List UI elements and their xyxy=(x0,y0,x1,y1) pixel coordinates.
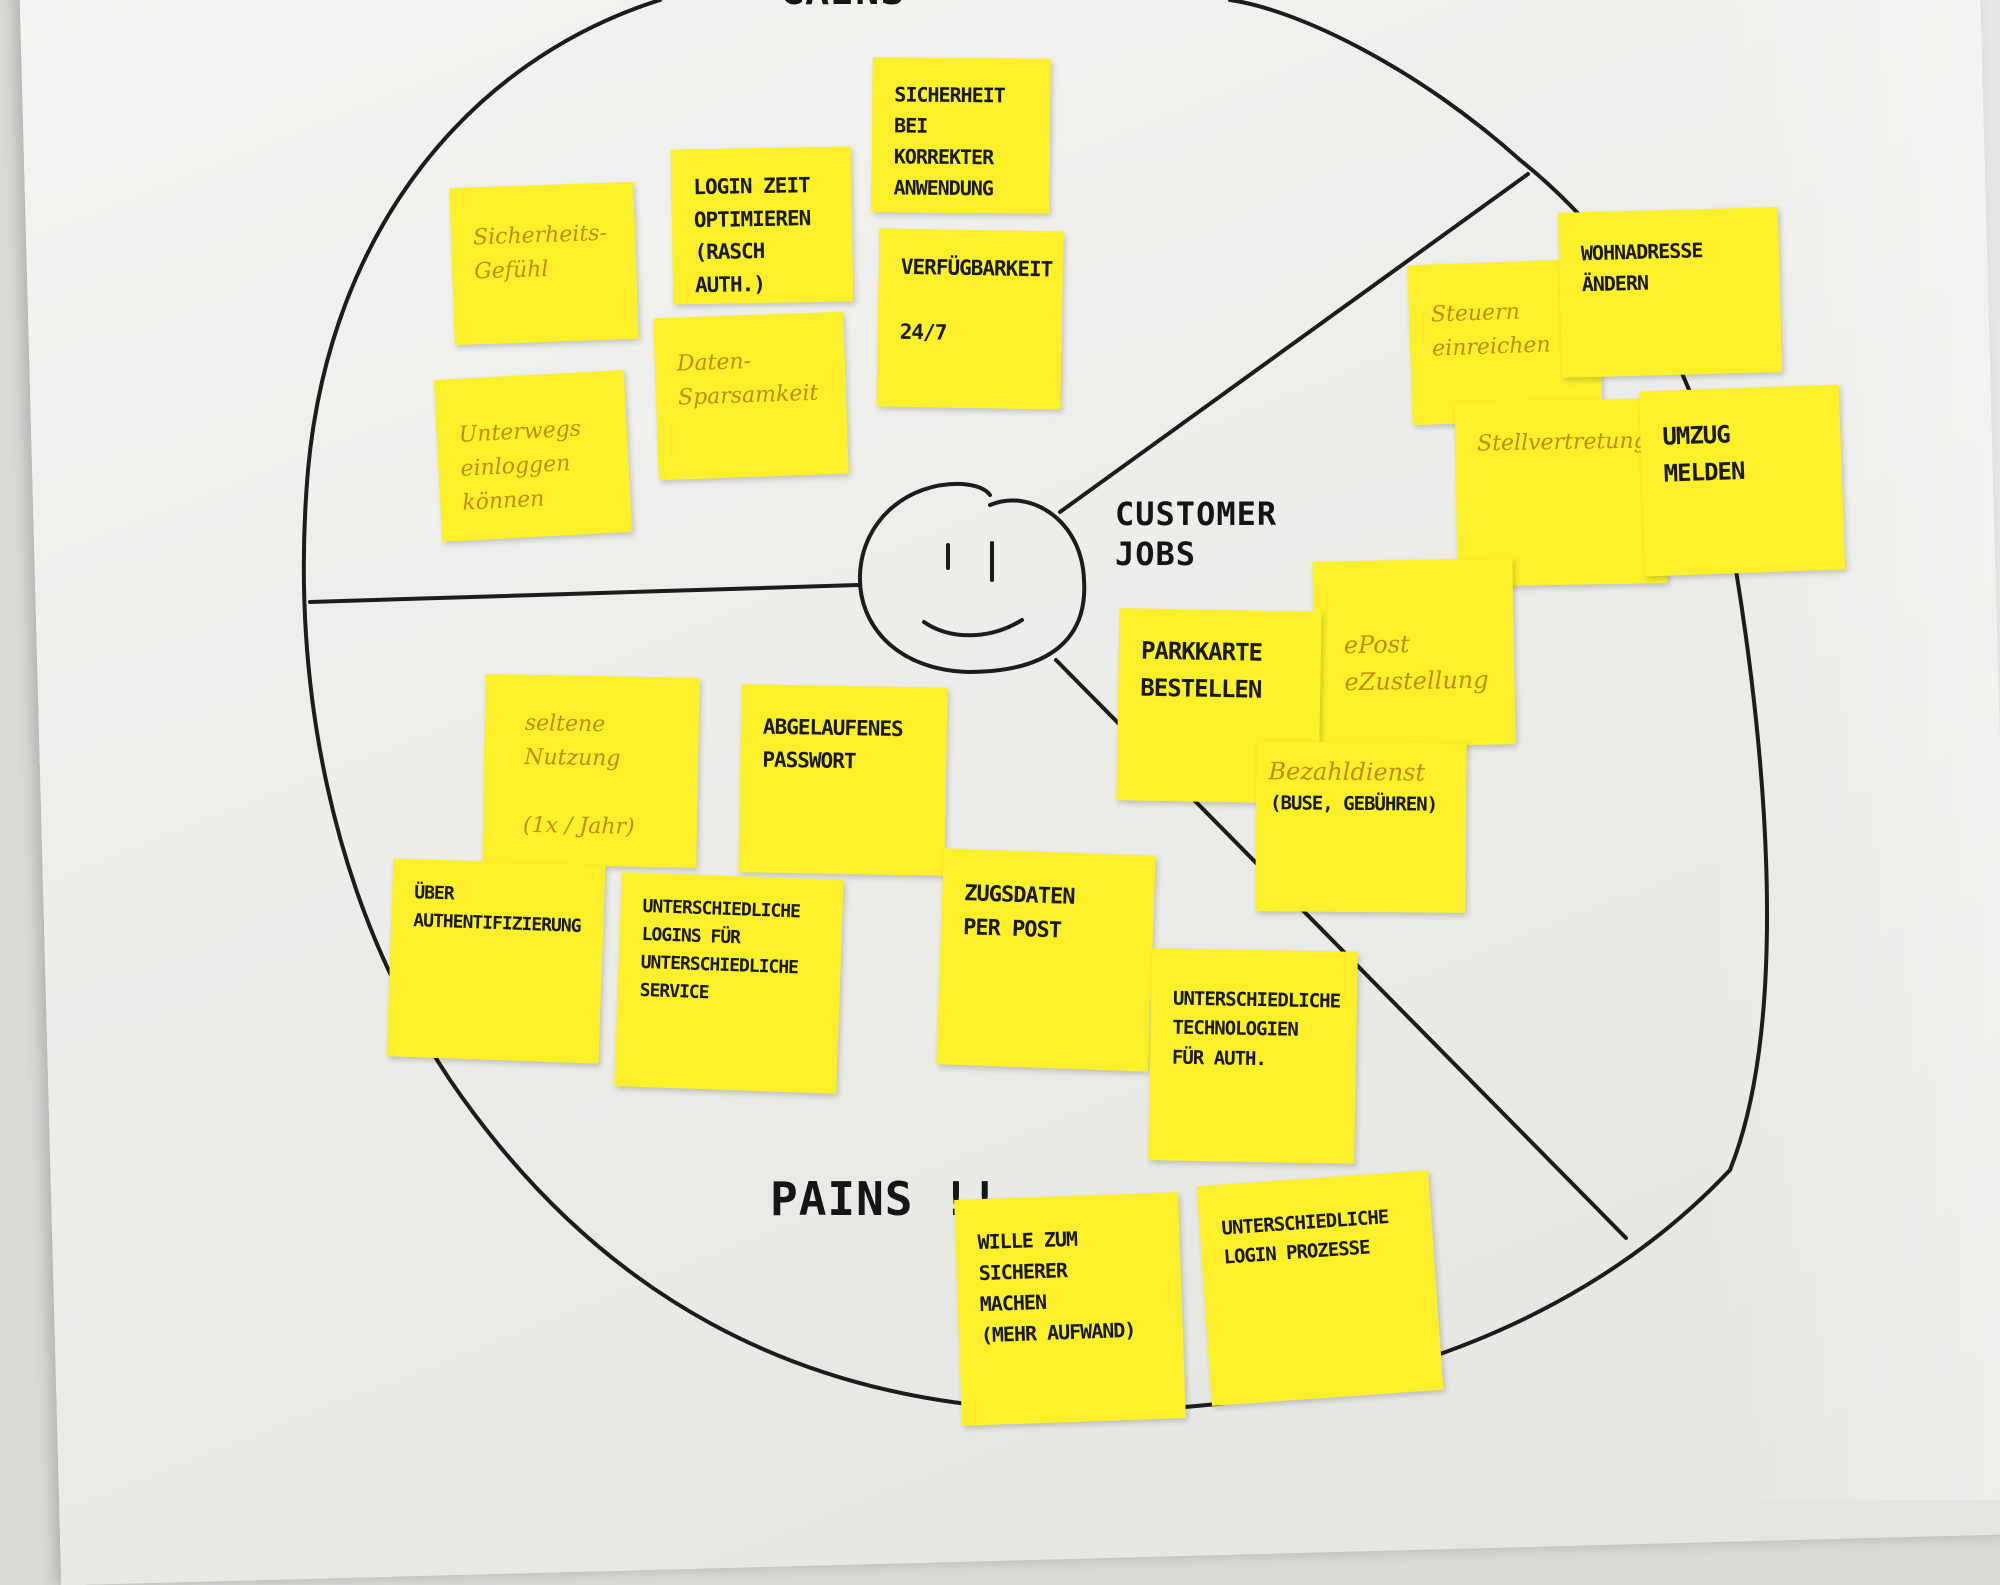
sticky-note-job: UMZUG MELDEN xyxy=(1638,384,1846,577)
sticky-note-pain: UNTERSCHIEDLICHE LOGINS FÜR UNTERSCHIEDL… xyxy=(614,872,844,1094)
sticky-note-pain: seltene Nutzung (1x / Jahr) xyxy=(482,674,700,868)
section-label-gains: GAINS xyxy=(780,0,905,14)
sticky-note-pain: WILLE ZUM SICHERER MACHEN (MEHR AUFWAND) xyxy=(954,1192,1186,1426)
sticky-note-job: ePost eZustellung xyxy=(1312,558,1516,748)
sticky-note-job: WOHNADRESSE ÄNDERN xyxy=(1557,207,1783,378)
sticky-note-pain: ÜBER AUTHENTIFIZIERUNG xyxy=(386,858,606,1064)
sticky-note-gain: Unterwegs einloggen können xyxy=(433,370,633,542)
sticky-note-pain: ZUGSDATEN PER POST xyxy=(936,848,1156,1072)
divider-upper-right xyxy=(1058,172,1530,514)
sticky-note-gain: SICHERHEIT BEI KORREKTER ANWENDUNG xyxy=(871,57,1051,214)
sticky-note-pain: UNTERSCHIEDLICHE TECHNOLOGIEN FÜR AUTH. xyxy=(1148,948,1358,1164)
divider-left xyxy=(308,583,860,604)
sticky-note-pain: ABGELAUFENES PASSWORT xyxy=(738,684,948,876)
sticky-note-gain: LOGIN ZEIT OPTIMIEREN (RASCH AUTH.) xyxy=(670,146,854,305)
sticky-note-job-detail: (BUSE, GEBÜHREN) xyxy=(1269,792,1438,816)
smiley-face-icon xyxy=(857,481,1087,675)
sticky-note-gain: Daten- Sparsamkeit xyxy=(653,311,849,481)
sticky-note-pain: UNTERSCHIEDLICHE LOGIN PROZESSE xyxy=(1196,1170,1444,1406)
sticky-note-gain: VERFÜGBARKEIT 24/7 xyxy=(876,228,1064,410)
whiteboard-photo: GAINS CUSTOMER JOBS PAINS !! Sicherheits… xyxy=(19,0,2000,1585)
sticky-note-gain: Sicherheits- Gefühl xyxy=(449,181,639,346)
section-label-customer-jobs: CUSTOMER JOBS xyxy=(1115,495,1278,573)
